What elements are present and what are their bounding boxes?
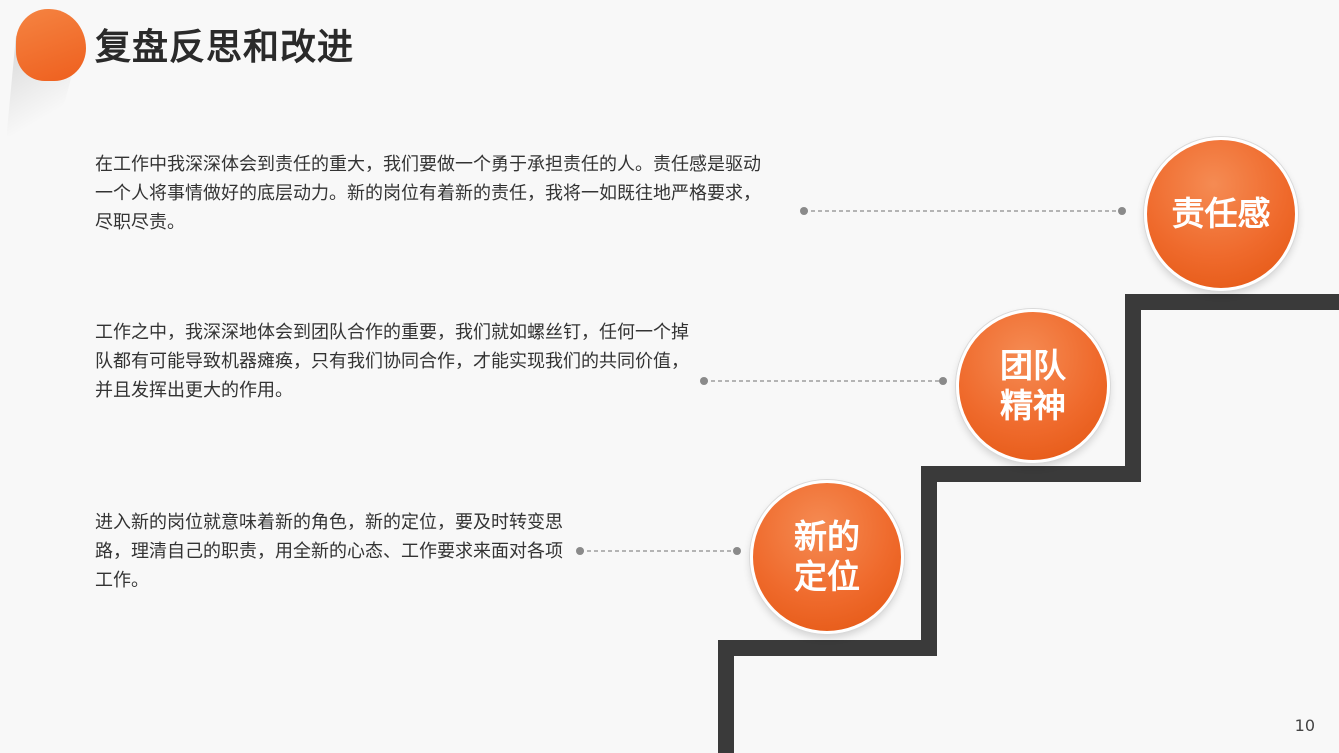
badge-label-line2: 定位 (794, 557, 860, 596)
badge-label-line1: 新的 (794, 517, 860, 556)
connector-2 (700, 377, 947, 385)
badge-teamwork: 团队 精神 (956, 309, 1110, 463)
paragraph-teamwork: 工作之中，我深深地体会到团队合作的重要，我们就如螺丝钉，任何一个掉队都有可能导致… (95, 322, 689, 401)
title-decoration-blob (16, 9, 86, 81)
connector-1 (800, 207, 1126, 215)
badge-label-line2: 精神 (1000, 386, 1066, 425)
connector-3 (576, 547, 741, 555)
stairs-line (718, 294, 1339, 753)
badge-responsibility: 责任感 (1144, 137, 1298, 291)
badge-label-line1: 团队 (1000, 346, 1066, 385)
badge-label: 责任感 (1171, 194, 1271, 233)
paragraph-responsibility: 在工作中我深深体会到责任的重大，我们要做一个勇于承担责任的人。责任感是驱动一个人… (95, 154, 761, 233)
paragraph-new-role: 进入新的岗位就意味着新的角色，新的定位，要及时转变思路，理清自己的职责，用全新的… (95, 512, 563, 591)
badge-new-role: 新的 定位 (750, 480, 904, 634)
page-title: 复盘反思和改进 (95, 27, 355, 68)
page-number: 10 (1294, 716, 1315, 735)
